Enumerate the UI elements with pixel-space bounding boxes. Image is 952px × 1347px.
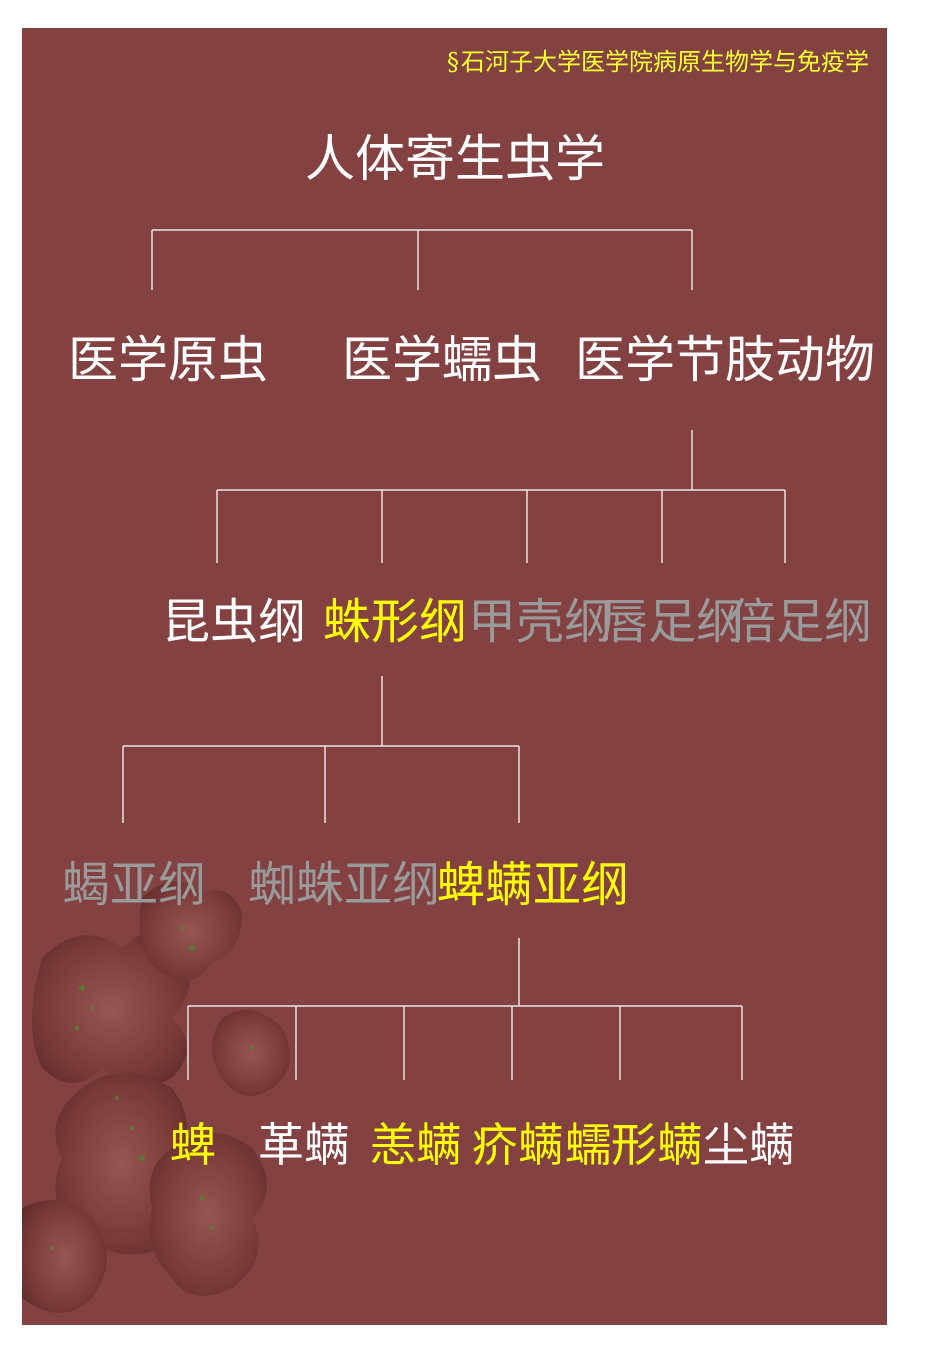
section-mark: § (447, 48, 459, 76)
tree-connector-lines (122, 229, 786, 1080)
node-crustacea: 甲壳纲 (468, 594, 613, 650)
node-chilopoda: 唇足纲 (600, 594, 745, 650)
node-acari: 蜱螨亚纲 (437, 857, 630, 913)
source-note: §石河子大学医学院病原生物学与免疫学 (447, 50, 869, 74)
node-demodex-mites: 蠕形螨 (565, 1118, 703, 1172)
leaf-shape (32, 933, 190, 1086)
node-root: 人体寄生虫学 (305, 130, 605, 188)
node-arthropods: 医学节肢动物 (575, 331, 875, 389)
node-protozoa: 医学原虫 (68, 331, 268, 389)
leaf-decoration (22, 881, 290, 1313)
node-ticks: 蜱 (170, 1118, 216, 1172)
leaf-shape (22, 1200, 107, 1313)
node-araneae: 蜘蛛亚纲 (248, 857, 441, 913)
source-text: 石河子大学医学院病原生物学与免疫学 (461, 48, 869, 76)
leaf-shape (212, 1010, 290, 1096)
slide: §石河子大学医学院病原生物学与免疫学 (22, 28, 887, 1325)
node-scorpiones: 蝎亚纲 (62, 857, 207, 913)
node-arachnida: 蛛形纲 (323, 594, 468, 650)
node-insecta: 昆虫纲 (162, 594, 307, 650)
leaf-shape (149, 1133, 267, 1296)
node-helminths: 医学蠕虫 (342, 331, 542, 389)
leaf-shape (139, 881, 242, 981)
node-dust-mites: 尘螨 (703, 1118, 795, 1172)
node-diplopoda: 倍足纲 (728, 594, 873, 650)
node-itch-mites: 疥螨 (472, 1118, 564, 1172)
node-chigger-mites: 恙螨 (370, 1118, 462, 1172)
node-gamasid-mites: 革螨 (258, 1118, 350, 1172)
